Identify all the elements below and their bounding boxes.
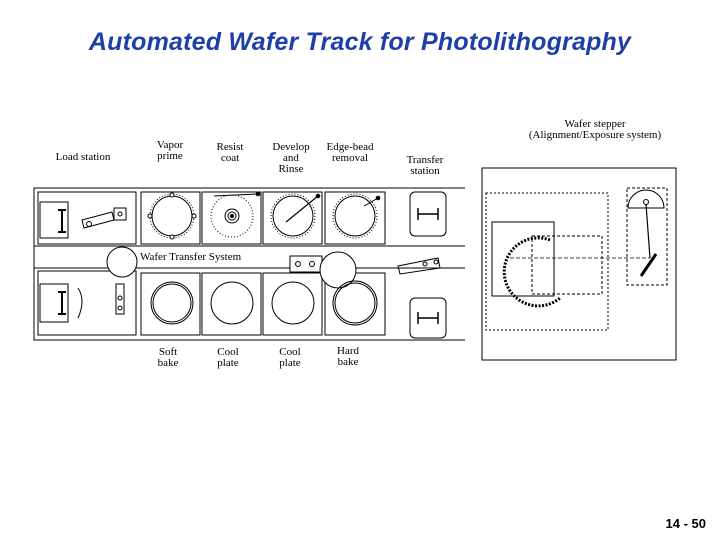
transfer-station-upper-cassette — [409, 191, 447, 237]
upper-load-arm-pivot — [86, 221, 92, 227]
soft-bake-station — [140, 272, 201, 336]
page-number: 14 - 50 — [665, 516, 706, 531]
label-vapor-prime: Vapor prime — [156, 139, 184, 162]
develop-nozzle-arm — [285, 195, 319, 223]
label-hard-bake: Hard bake — [337, 345, 359, 368]
lower-cassette — [39, 283, 69, 323]
lower-cassette-icon — [58, 291, 66, 315]
upper-cassette-icon — [58, 209, 66, 233]
develop-rinse-station — [262, 191, 323, 245]
label-resist-coat: Resist coat — [216, 141, 244, 164]
vapor-prime-station — [140, 191, 201, 245]
label-soft-bake: Soft bake — [157, 346, 179, 369]
stepper-chuck-area — [531, 235, 603, 295]
cool-plate-1-wafer — [210, 281, 254, 325]
lower-load-arm — [77, 287, 83, 319]
wafer-stepper-enclosure — [481, 167, 677, 361]
hard-bake-wafer — [332, 280, 378, 326]
transfer-robot-right — [319, 251, 357, 289]
upper-load-station — [37, 191, 137, 245]
label-transfer-station: Transfer station — [406, 154, 444, 177]
transfer-station-arm — [397, 257, 441, 275]
stepper-inner-dashed — [485, 192, 609, 331]
stepper-track-dashed — [626, 187, 668, 286]
lower-load-station — [37, 270, 137, 336]
develop-wafer — [270, 193, 316, 239]
label-load-station: Load station — [55, 151, 111, 163]
track-outline — [33, 187, 465, 341]
label-cool-plate-1: Cool plate — [217, 346, 239, 369]
vapor-prime-wafer — [149, 193, 195, 239]
stepper-wafer-on-stage — [502, 236, 561, 308]
soft-bake-wafer — [150, 281, 194, 325]
label-wafer-transfer-system: Wafer Transfer System — [140, 252, 270, 263]
stepper-exposure-head — [627, 189, 665, 209]
edge-bead-wafer — [332, 193, 378, 239]
label-edge-bead-removal: Edge-bead removal — [326, 141, 374, 164]
upper-load-arm-base — [113, 207, 127, 221]
stepper-stage — [491, 221, 555, 297]
transfer-shuttle — [289, 255, 323, 273]
resist-coat-station — [201, 191, 262, 245]
upper-cassette — [39, 201, 69, 239]
cool-plate-1-station — [201, 272, 262, 336]
label-develop-rinse: Develop and Rinse — [272, 141, 310, 175]
cool-plate-2-wafer — [271, 281, 315, 325]
resist-dispense-arm — [213, 193, 259, 197]
resist-coat-wafer — [210, 194, 254, 238]
edge-bead-arm — [363, 197, 379, 207]
stepper-knife-edge — [639, 253, 658, 277]
stepper-transfer-arm — [645, 203, 651, 259]
transfer-station-lower-cassette — [409, 297, 447, 339]
cool-plate-2-station — [262, 272, 323, 336]
lower-load-arm-base — [115, 283, 125, 315]
label-wafer-stepper: Wafer stepper (Alignment/Exposure system… — [528, 118, 662, 141]
label-cool-plate-2: Cool plate — [279, 346, 301, 369]
edge-bead-removal-station — [324, 191, 386, 245]
transfer-robot-left — [106, 246, 138, 278]
page-title: Automated Wafer Track for Photolithograp… — [88, 28, 632, 56]
